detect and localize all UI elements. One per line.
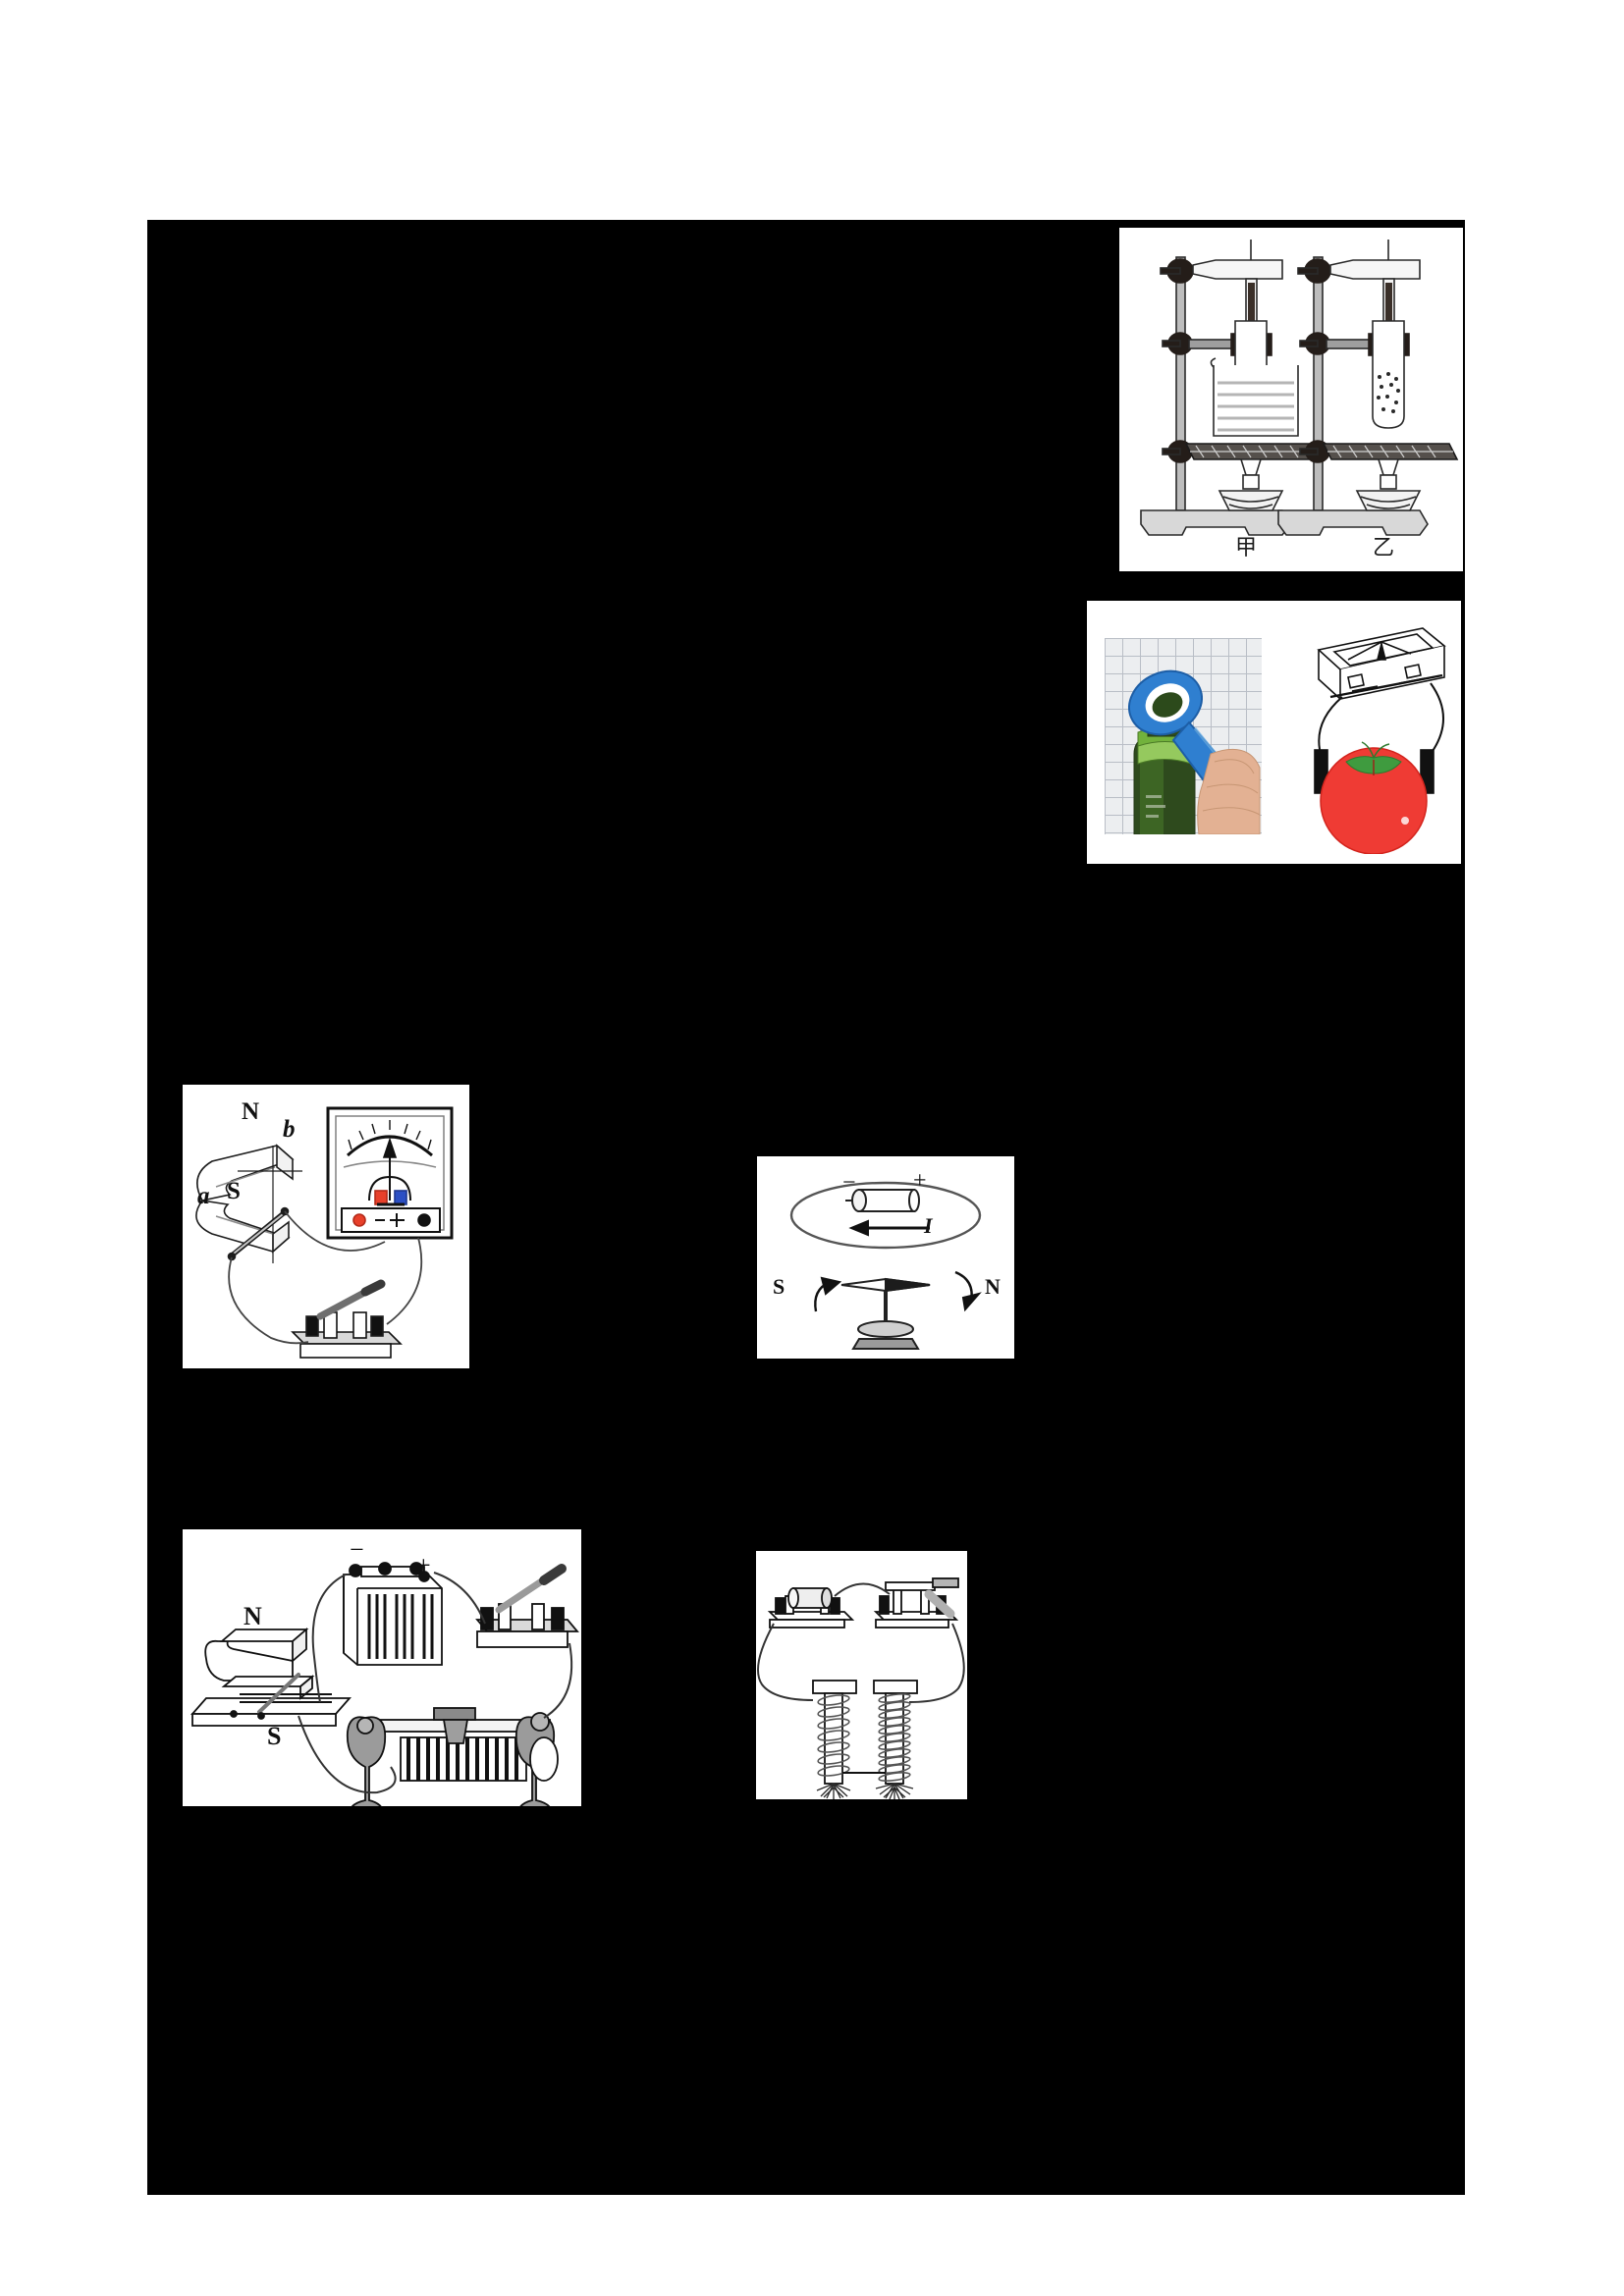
oersted-drawing (789, 1181, 982, 1350)
figure-opener-and-tomato-battery (1087, 601, 1461, 864)
induction-label-a: a (197, 1183, 210, 1209)
figure-magnetic-force-experiment: N S − + (183, 1529, 581, 1806)
figure-oersted-experiment: − + I S N (757, 1156, 1014, 1359)
induction-label-n: N (242, 1098, 260, 1125)
oersted-battery-negative: − (842, 1170, 856, 1196)
retort-stands-drawing (1140, 240, 1459, 536)
motor-battery-negative: − (350, 1535, 364, 1564)
stand-caption-jia: 甲 (1235, 535, 1258, 560)
oersted-battery-positive: + (913, 1168, 927, 1194)
figure-induction-experiment: N b S a (183, 1085, 469, 1368)
magnetic-force-drawing (190, 1562, 579, 1806)
bottle-opener-photo (1105, 638, 1262, 834)
induction-drawing (195, 1106, 454, 1359)
induction-label-b: b (283, 1116, 296, 1143)
motor-label-n: N (244, 1602, 262, 1630)
induction-label-s: S (227, 1178, 241, 1204)
motor-label-s: S (267, 1722, 282, 1750)
opener-and-bottle-drawing (1128, 669, 1261, 834)
motor-battery-positive: + (416, 1551, 431, 1579)
figure-nail-electromagnets (756, 1551, 967, 1799)
stand-caption-yi: 乙 (1373, 535, 1395, 560)
electromagnets-drawing (757, 1577, 965, 1799)
figure-retort-stand-setups: 甲 乙 (1119, 228, 1463, 571)
oersted-current-label: I (924, 1213, 933, 1238)
oersted-needle-north: N (985, 1274, 1001, 1299)
oersted-needle-south: S (773, 1274, 785, 1299)
tomato-battery-drawing (1314, 627, 1446, 854)
